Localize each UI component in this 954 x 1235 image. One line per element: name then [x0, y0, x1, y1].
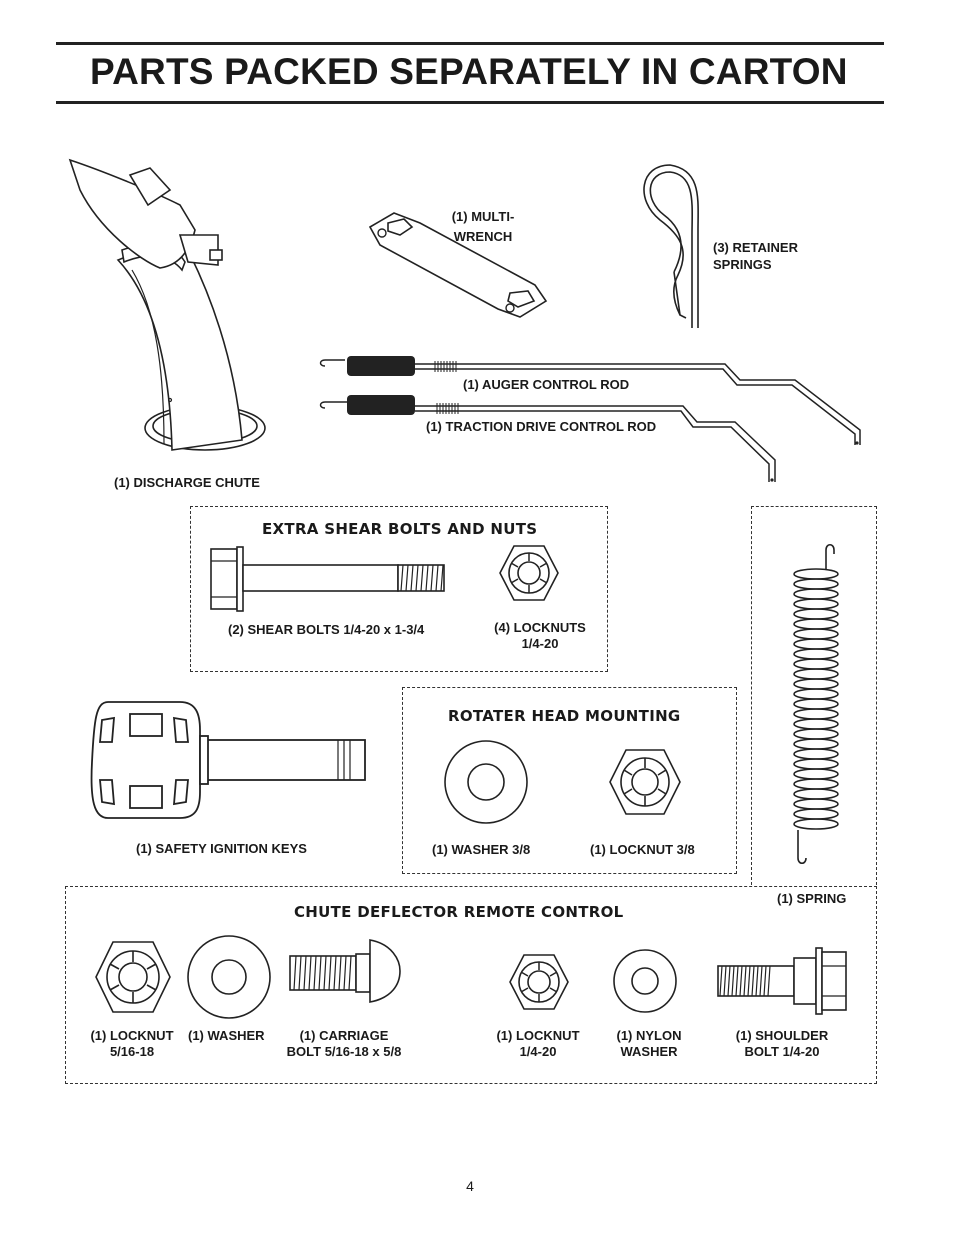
nylon-washer-label-line1: (1) NYLON	[616, 1028, 682, 1043]
multi-wrench-label: (1) MULTI- WRENCH	[440, 209, 526, 244]
title-bar: PARTS PACKED SEPARATELY IN CARTON	[56, 42, 884, 104]
locknut-5-16-18-illustration	[95, 941, 171, 1013]
carriage-bolt-label-line1: (1) CARRIAGE	[299, 1028, 389, 1043]
washer-5-16-label: (1) WASHER	[188, 1028, 265, 1043]
safety-ignition-keys-label: (1) SAFETY IGNITION KEYS	[136, 841, 307, 856]
washer-5-16-illustration	[187, 935, 271, 1019]
shear-bolts-label: (2) SHEAR BOLTS 1/4-20 x 1-3/4	[228, 622, 425, 637]
shoulder-bolt-label-line1: (1) SHOULDER	[735, 1028, 829, 1043]
chute-deflector-section-box	[65, 886, 877, 1084]
control-rods-illustration	[319, 356, 861, 482]
locknut-1-4-20-cdrc-label-line1: (1) LOCKNUT	[496, 1028, 580, 1043]
multi-wrench-label-line1: (1) MULTI-	[451, 209, 515, 224]
page-number: 4	[466, 1178, 474, 1194]
shoulder-bolt-label: (1) SHOULDER BOLT 1/4-20	[722, 1028, 842, 1059]
shear-bolt-illustration	[210, 546, 445, 612]
locknuts-label-line2: 1/4-20	[521, 636, 559, 651]
carriage-bolt-label: (1) CARRIAGE BOLT 5/16-18 x 5/8	[276, 1028, 412, 1059]
shear-bolts-section-heading: EXTRA SHEAR BOLTS AND NUTS	[262, 520, 538, 538]
washer-3-8-illustration	[444, 740, 528, 824]
nylon-washer-label-line2: WASHER	[620, 1044, 678, 1059]
retainer-springs-label: (3) RETAINER SPRINGS	[713, 240, 798, 272]
retainer-springs-label-line2: SPRINGS	[713, 257, 772, 272]
locknut-3-8-label: (1) LOCKNUT 3/8	[590, 842, 695, 857]
shoulder-bolt-label-line2: BOLT 1/4-20	[744, 1044, 820, 1059]
auger-control-rod-label: (1) AUGER CONTROL ROD	[463, 377, 630, 392]
multi-wrench-illustration	[368, 212, 548, 318]
spring-label: (1) SPRING	[777, 891, 847, 906]
page-title: PARTS PACKED SEPARATELY IN CARTON	[90, 51, 848, 92]
locknut-1-4-20-cdrc-label-line2: 1/4-20	[519, 1044, 557, 1059]
carriage-bolt-label-line2: BOLT 5/16-18 x 5/8	[286, 1044, 402, 1059]
washer-3-8-label: (1) WASHER 3/8	[432, 842, 531, 857]
discharge-chute-illustration	[68, 158, 266, 451]
rotater-section-box	[402, 687, 737, 874]
nylon-washer-label: (1) NYLON WASHER	[604, 1028, 694, 1059]
carriage-bolt-illustration	[289, 939, 401, 1003]
locknut-5-16-18-label-line2: 5/16-18	[109, 1044, 155, 1059]
locknuts-label: (4) LOCKNUTS 1/4-20	[486, 620, 594, 651]
spring-section-box	[751, 506, 877, 885]
shoulder-bolt-illustration	[717, 947, 847, 1015]
traction-drive-control-rod-label: (1) TRACTION DRIVE CONTROL ROD	[426, 419, 657, 434]
spring-illustration	[793, 543, 839, 865]
rotater-section-heading: ROTATER HEAD MOUNTING	[448, 707, 681, 725]
locknut-1-4-20-cdrc-label: (1) LOCKNUT 1/4-20	[488, 1028, 588, 1059]
locknut-5-16-18-label: (1) LOCKNUT 5/16-18	[82, 1028, 182, 1059]
locknut-5-16-18-label-line1: (1) LOCKNUT	[90, 1028, 174, 1043]
locknut-3-8-illustration	[609, 749, 681, 815]
nylon-washer-illustration	[613, 949, 677, 1013]
locknut-1-4-20-illustration	[499, 545, 559, 601]
shear-bolts-section-box	[190, 506, 608, 672]
retainer-springs-label-line1: (3) RETAINER	[713, 240, 798, 255]
multi-wrench-label-line2: WRENCH	[453, 229, 513, 244]
locknut-1-4-20-cdrc-illustration	[509, 954, 569, 1010]
retainer-springs-illustration	[643, 164, 699, 328]
chute-deflector-section-heading: CHUTE DEFLECTOR REMOTE CONTROL	[294, 903, 624, 921]
discharge-chute-label: (1) DISCHARGE CHUTE	[114, 475, 260, 490]
safety-ignition-key-illustration	[90, 701, 366, 819]
locknuts-label-line1: (4) LOCKNUTS	[494, 620, 586, 635]
